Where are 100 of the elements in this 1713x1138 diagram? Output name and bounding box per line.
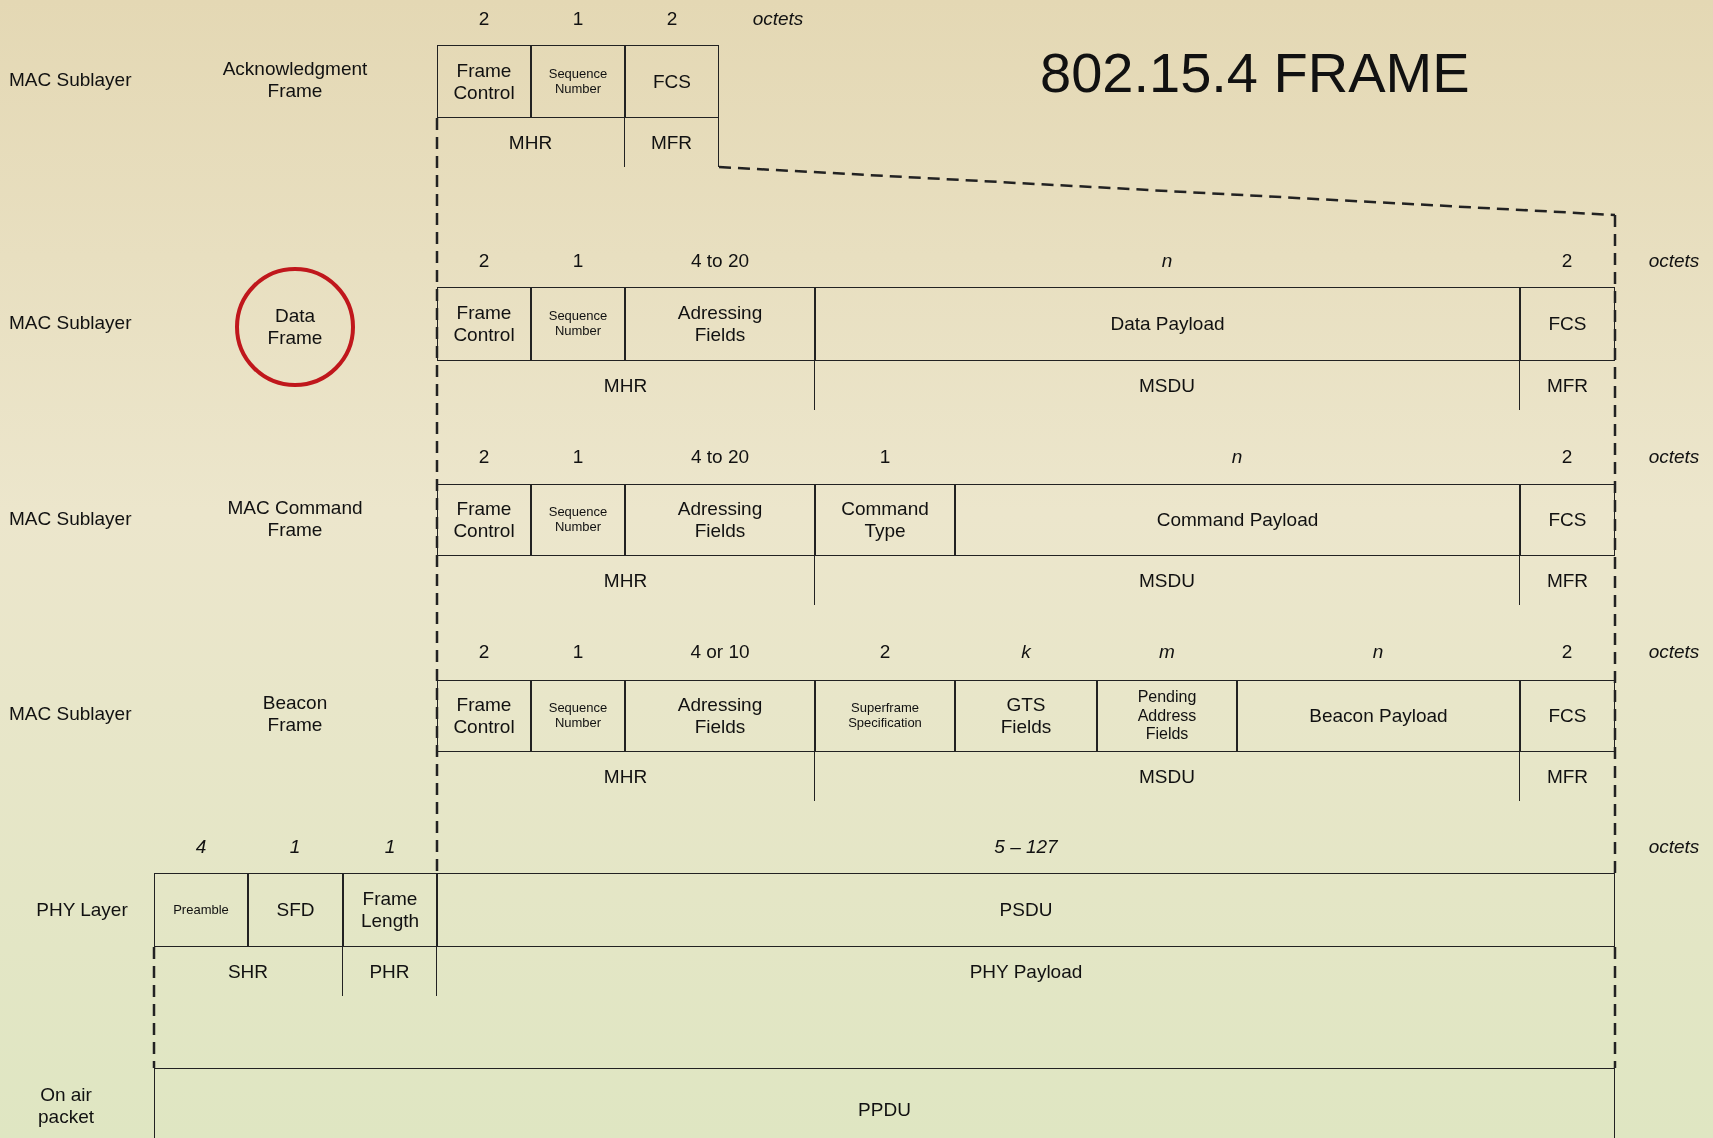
field-group-label: MFR (1546, 765, 1589, 788)
field-cell (437, 484, 531, 556)
field-cell (1097, 680, 1237, 752)
octet-count: 1 (384, 836, 396, 858)
field-cell (248, 873, 343, 947)
field-group-label: MFR (1546, 374, 1589, 397)
field-name: FCS (653, 70, 691, 93)
octet-count: 2 (1561, 446, 1573, 468)
octet-count: 1 (289, 836, 301, 858)
layer-label: MAC Sublayer (9, 69, 132, 91)
field-name: Frame Control (452, 498, 516, 542)
field-cell (531, 287, 625, 361)
octet-count: 4 or 10 (690, 641, 750, 663)
field-cell (815, 484, 955, 556)
field-cell (955, 680, 1097, 752)
frame-type-label: Beacon Frame (261, 692, 329, 736)
unit-label: octets (752, 8, 804, 30)
field-name: Data Payload (1110, 313, 1225, 335)
field-name: Frame Control (452, 59, 516, 104)
field-group-label: MFR (650, 131, 693, 154)
field-cell (625, 45, 719, 118)
field-cell (1237, 680, 1520, 752)
field-cell (625, 484, 815, 556)
octet-count: 2 (1561, 250, 1573, 272)
octet-count: 1 (572, 446, 584, 468)
field-name: Superframe Specification (847, 701, 923, 731)
field-name: Frame Length (359, 888, 421, 932)
octet-count: 5 – 127 (994, 836, 1058, 858)
octet-count: 2 (478, 446, 490, 468)
field-name: GTS Fields (999, 694, 1053, 738)
field-name: Sequence Number (547, 505, 609, 535)
field-group-label: PHR (369, 960, 410, 983)
field-cell (437, 287, 531, 361)
field-name: PSDU (999, 899, 1053, 921)
field-cell (625, 680, 815, 752)
layer-label: MAC Sublayer (9, 703, 132, 725)
field-group-label: MHR (603, 765, 648, 788)
field-group-label: MFR (1546, 569, 1589, 592)
frame-type-label: Data Frame (266, 305, 324, 349)
layer-label: On air packet (37, 1084, 95, 1128)
field-name: Command Payload (1156, 509, 1319, 531)
field-name: Beacon Payload (1309, 705, 1448, 727)
field-name: FCS (1548, 705, 1587, 727)
layer-label: MAC Sublayer (9, 312, 132, 334)
frame-type-label: Acknowledgment Frame (221, 58, 369, 102)
field-cell (531, 45, 625, 118)
octet-count: k (1021, 641, 1031, 663)
field-cell (437, 680, 531, 752)
field-name: Sequence Number (547, 309, 609, 339)
field-cell (625, 287, 815, 361)
field-cell (531, 680, 625, 752)
octet-count: n (1231, 446, 1243, 468)
octet-count: 1 (879, 446, 891, 468)
octet-count: 2 (1561, 641, 1573, 663)
field-group-label: MSDU (1139, 374, 1195, 397)
field-group-label: MHR (508, 131, 553, 154)
layer-label: PHY Layer (36, 899, 128, 921)
field-name: Command Type (840, 498, 930, 542)
field-name: Sequence Number (547, 66, 609, 97)
field-cell (437, 873, 1615, 947)
field-group-label: PHY Payload (969, 960, 1083, 983)
field-cell (1520, 287, 1615, 361)
octet-count: m (1159, 641, 1175, 663)
octet-count: 4 to 20 (690, 250, 750, 272)
field-name: FCS (1548, 509, 1587, 531)
octet-count: 2 (879, 641, 891, 663)
field-name: Adressing Fields (676, 498, 764, 542)
unit-label: octets (1648, 836, 1700, 858)
field-name: PPDU (858, 1098, 911, 1121)
field-group-label: MSDU (1139, 569, 1195, 592)
field-name: Sequence Number (547, 701, 609, 731)
field-name: Frame Control (452, 694, 516, 738)
field-cell (343, 873, 437, 947)
field-cell (815, 680, 955, 752)
octet-count: n (1372, 641, 1384, 663)
layer-label: MAC Sublayer (9, 508, 132, 530)
octet-count: 1 (572, 8, 584, 30)
field-cell (154, 873, 248, 947)
field-cell (815, 287, 1520, 361)
octet-count: 1 (572, 641, 584, 663)
octet-count: 1 (572, 250, 584, 272)
octet-count: n (1161, 250, 1173, 272)
unit-label: octets (1648, 446, 1700, 468)
octet-count: 2 (478, 641, 490, 663)
field-name: Frame Control (452, 302, 516, 346)
field-group-label: MHR (603, 569, 648, 592)
octet-count: 2 (478, 250, 490, 272)
field-cell (531, 484, 625, 556)
octet-count: 2 (478, 8, 490, 30)
octet-count: 2 (666, 8, 678, 30)
frame-type-label: MAC Command Frame (226, 497, 364, 541)
packet-band (154, 1068, 1615, 1138)
field-name: FCS (1548, 313, 1587, 335)
unit-label: octets (1648, 250, 1700, 272)
field-group-label: MSDU (1139, 765, 1195, 788)
field-cell (955, 484, 1520, 556)
field-name: SFD (276, 899, 315, 921)
field-name: Adressing Fields (676, 302, 764, 346)
field-cell (1520, 484, 1615, 556)
field-name: Preamble (173, 902, 229, 918)
